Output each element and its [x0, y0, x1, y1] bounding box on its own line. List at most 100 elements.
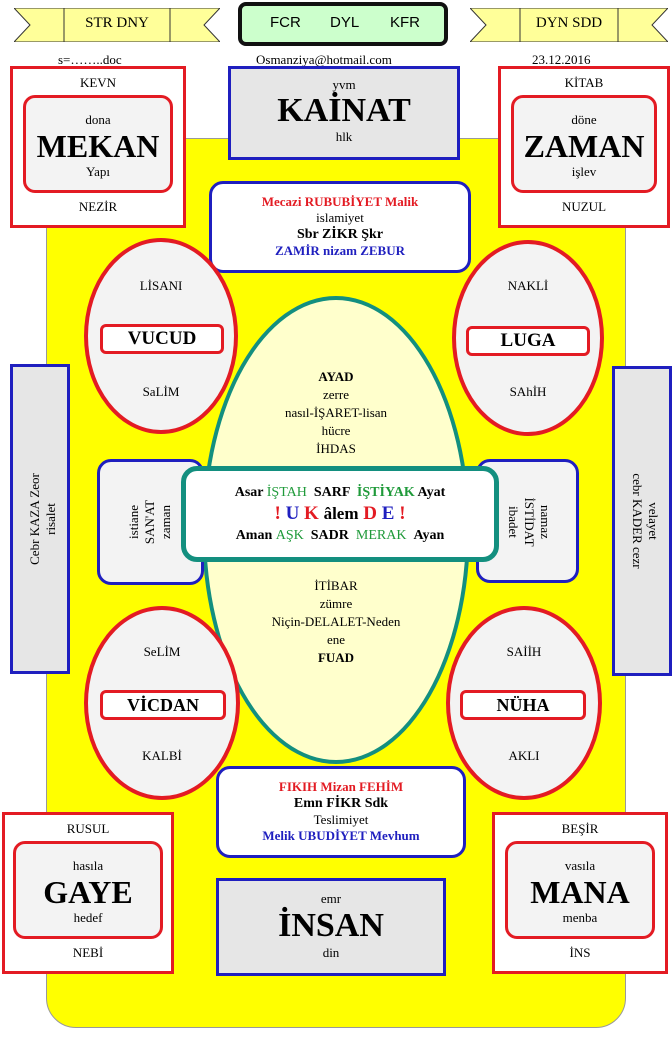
ribbon-right: DYN SDD — [470, 8, 668, 42]
side-tall-right-line1: velayet — [646, 502, 661, 540]
lower-box-line4: Melik UBUDİYET Mevhum — [262, 828, 420, 843]
side-tall-right-text: velayet cebr KADER cezr — [629, 371, 661, 671]
insan-box: emr İNSAN din — [216, 878, 446, 976]
oval-lower-4: ene — [326, 632, 346, 647]
center-row1-d: İŞTİYAK — [356, 485, 415, 500]
corner-mana-bottom: İNS — [569, 945, 591, 960]
oval-upper-text: AYAD zerre nasıl-İŞARET-lisan hücre İHDA… — [236, 369, 436, 457]
center-row3-d: MERAK — [355, 528, 407, 543]
circle-nuha-bottom: AKLI — [508, 748, 540, 763]
center-row1-c: SARF — [313, 485, 350, 500]
corner-gaye: RUSUL hasıla GAYE hedef NEBİ — [2, 812, 174, 974]
circle-luga-bottom: SAhİH — [509, 384, 547, 399]
oval-lower-text: İTİBAR zümre Niçin-DELALET-Neden ene FUA… — [236, 578, 436, 666]
corner-mana: BEŞİR vasıla MANA menba İNS — [492, 812, 668, 974]
oval-lower-5: FUAD — [317, 650, 355, 665]
oval-upper-5: İHDAS — [316, 441, 356, 456]
corner-mana-top: BEŞİR — [561, 821, 599, 836]
upper-box: Mecazi RUBUBİYET Malik islamiyet Sbr ZİK… — [209, 181, 471, 273]
circle-vucud-label: VUCUD — [127, 328, 197, 349]
corner-gaye-main: GAYE — [43, 874, 133, 910]
corner-mekan-inner: dona MEKAN Yapı — [23, 95, 173, 193]
circle-nuha-top: SAİİH — [506, 644, 542, 659]
circle-luga: NAKLİ LUGA SAhİH — [452, 240, 604, 436]
center-row2-d: D — [363, 503, 377, 524]
email: Osmanziya@hotmail.com — [256, 52, 392, 67]
insan-top: emr — [320, 891, 342, 906]
side-small-left-3: zaman — [158, 505, 173, 539]
center-row3-c: SADR — [310, 528, 349, 543]
center-row2-alem: âlem — [323, 504, 359, 523]
corner-mekan-inner-top: dona — [85, 112, 111, 127]
side-small-right-1: namaz — [538, 505, 553, 539]
corner-zaman-main: ZAMAN — [523, 128, 645, 164]
center-row2-k: K — [304, 503, 319, 524]
corner-gaye-inner: hasıla GAYE hedef — [13, 841, 163, 939]
center-row2-u: U — [285, 503, 300, 524]
kainat-box: yvm KAİNAT hlk — [228, 66, 460, 160]
circle-vucud-label-box: VUCUD — [100, 324, 224, 354]
circle-luga-label: LUGA — [500, 330, 556, 351]
oval-upper-2: zerre — [323, 387, 349, 402]
side-small-left-2: SAN'AT — [142, 499, 157, 545]
center-row1-a: Asar — [234, 485, 264, 500]
corner-mana-inner-top: vasıla — [564, 858, 596, 873]
corner-mana-inner-bottom: menba — [562, 910, 598, 925]
center-row1: Asar İŞTAH SARF İŞTİYAK Ayat — [186, 484, 494, 501]
corner-mekan: KEVN dona MEKAN Yapı NEZİR — [10, 66, 186, 228]
center-row3-a: Aman — [235, 528, 273, 543]
center-row2-e: E — [381, 503, 395, 524]
kfr-label: KFR — [390, 14, 420, 31]
corner-gaye-inner-bottom: hedef — [73, 910, 103, 925]
circle-vucud: LİSANI VUCUD SaLİM — [84, 238, 238, 434]
upper-box-line3: Sbr ZİKR Şkr — [296, 227, 384, 242]
ribbon-left-shape — [14, 8, 220, 42]
corner-mekan-bottom: NEZİR — [78, 199, 118, 214]
circle-nuha-label-box: NÜHA — [460, 690, 586, 720]
circle-vucud-bottom: SaLİM — [142, 384, 180, 399]
insan-bottom: din — [322, 945, 340, 960]
corner-zaman-inner: döne ZAMAN işlev — [511, 95, 657, 193]
side-small-left-1: istiane — [126, 505, 141, 539]
filename: s=……..doc — [58, 52, 122, 67]
center-row2: ! U K âlem D E ! — [186, 503, 494, 525]
circle-luga-label-box: LUGA — [466, 326, 590, 356]
center-row2-ex1: ! — [274, 503, 281, 524]
side-small-right-text: namaz İSTİDAT ibadet — [505, 462, 553, 582]
corner-gaye-top: RUSUL — [66, 821, 110, 836]
corner-gaye-bottom: NEBİ — [72, 945, 104, 960]
corner-zaman-bottom: NUZUL — [561, 199, 607, 214]
center-row1-b: İŞTAH — [266, 485, 307, 500]
ribbon-left: STR DNY — [14, 8, 220, 42]
center-row1-e: Ayat — [417, 485, 446, 500]
corner-gaye-inner-top: hasıla — [72, 858, 104, 873]
ribbon-right-label: DYN SDD — [535, 15, 603, 31]
circle-vicdan-label-box: VİCDAN — [100, 690, 226, 720]
date: 23.12.2016 — [532, 52, 591, 67]
center-row3-b: AŞK — [275, 528, 304, 543]
circle-vucud-top: LİSANI — [139, 278, 183, 293]
circle-vicdan-top: SeLİM — [143, 644, 181, 659]
corner-mekan-inner-bottom: Yapı — [86, 164, 110, 179]
side-small-left-text: istiane SAN'AT zaman — [126, 462, 174, 582]
dyl-label: DYL — [330, 14, 360, 31]
side-small-right-3: ibadet — [506, 506, 521, 538]
oval-upper-3: nasıl-İŞARET-lisan — [284, 405, 388, 420]
oval-upper-4: hücre — [321, 423, 351, 438]
circle-nuha: SAİİH NÜHA AKLI — [446, 606, 602, 800]
center-row3-e: Ayan — [413, 528, 445, 543]
top-center-box: FCR DYL KFR — [238, 2, 448, 46]
lower-box-line1: FIKIH Mizan FEHİM — [278, 779, 404, 794]
side-tall-right: velayet cebr KADER cezr — [612, 366, 672, 676]
corner-zaman-top: KİTAB — [564, 75, 604, 90]
corner-mekan-main: MEKAN — [36, 128, 160, 164]
oval-lower-2: zümre — [319, 596, 353, 611]
upper-box-line1: Mecazi RUBUBİYET Malik — [261, 194, 419, 209]
side-tall-left-text: Cebr KAZA Zeor risalet — [27, 369, 59, 669]
circle-luga-top: NAKLİ — [507, 278, 549, 293]
upper-box-line2: islamiyet — [316, 210, 364, 225]
center-row2-ex2: ! — [399, 503, 406, 524]
central-box: Asar İŞTAH SARF İŞTİYAK Ayat ! U K âlem … — [181, 466, 499, 562]
side-tall-left-line2: risalet — [43, 503, 58, 535]
corner-mana-main: MANA — [530, 874, 630, 910]
